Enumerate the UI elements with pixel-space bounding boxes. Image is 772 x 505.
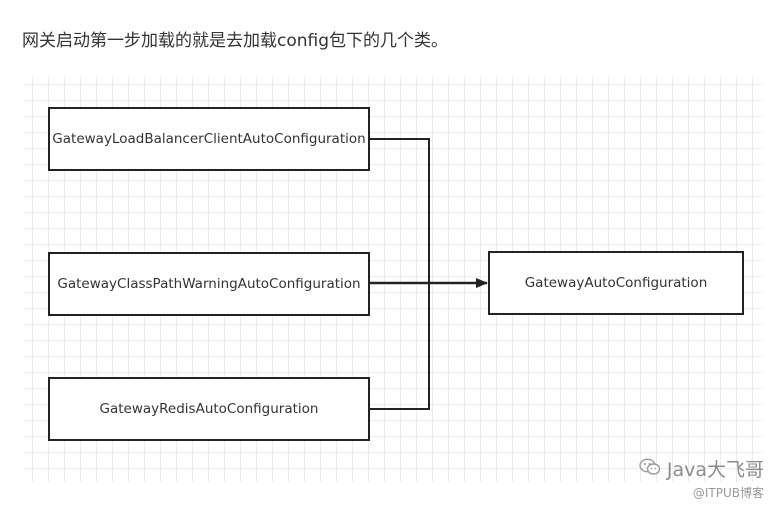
node-loadbalancer-client-autoconfig: GatewayLoadBalancerClientAutoConfigurati… — [48, 107, 370, 171]
intro-text: 网关启动第一步加载的就是去加载config包下的几个类。 — [22, 31, 449, 51]
node-classpath-warning-autoconfig: GatewayClassPathWarningAutoConfiguration — [48, 252, 370, 316]
wechat-icon — [639, 458, 661, 480]
connector-from-redis — [369, 283, 430, 410]
watermark-site: @ITPUB博客 — [692, 486, 764, 500]
watermark: Java大飞哥 @ITPUB博客 — [639, 455, 764, 501]
connector-from-loadbalancer — [369, 138, 430, 283]
node-redis-autoconfig: GatewayRedisAutoConfiguration — [48, 377, 370, 441]
watermark-brand: Java大飞哥 — [666, 459, 764, 481]
node-gateway-autoconfig: GatewayAutoConfiguration — [488, 251, 744, 315]
